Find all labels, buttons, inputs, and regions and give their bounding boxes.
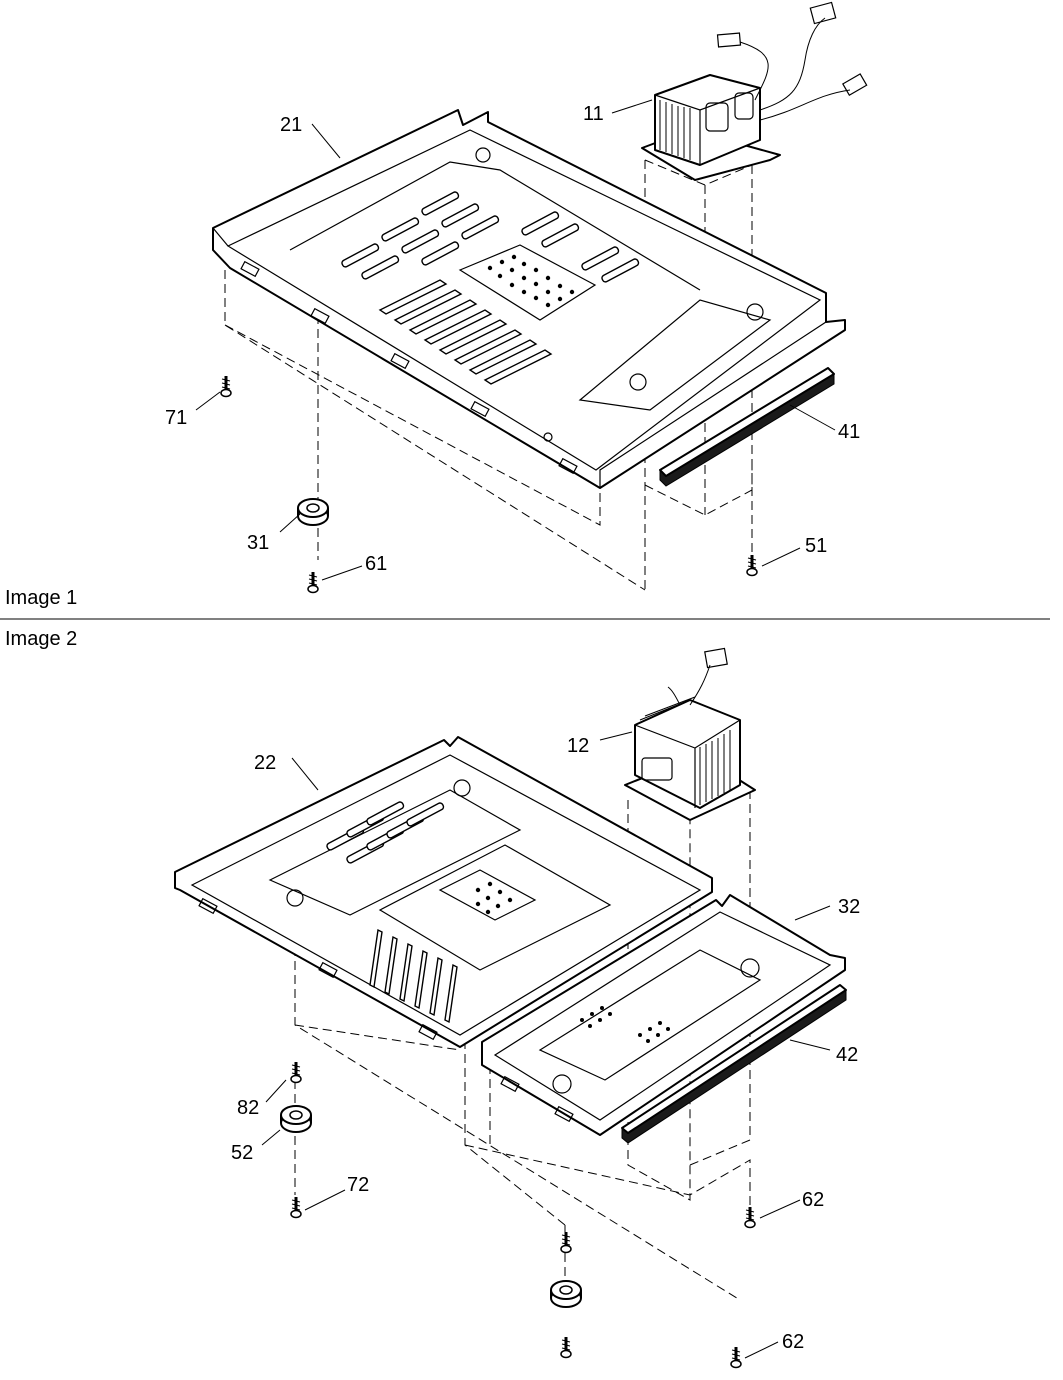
callout-61: 61: [365, 553, 387, 575]
screw-72-second: [559, 1335, 573, 1359]
callout-71: 71: [165, 407, 187, 429]
transformer-11: [641, 1, 868, 181]
callout-22: 22: [254, 752, 276, 774]
lamination-lines-11: [659, 100, 691, 160]
callout-31: 31: [247, 532, 269, 554]
panel-label-2: Image 2: [5, 628, 77, 650]
callout-11: 11: [583, 103, 604, 125]
base-plate-21: [212, 109, 846, 489]
lamination-lines-12: [639, 696, 731, 805]
vent-slots-upper-1: [341, 191, 640, 283]
perforation-grid-3: [580, 1006, 670, 1043]
callout-42: 42: [836, 1044, 858, 1066]
filter-strip-41: [659, 367, 835, 487]
vent-slots-2: [326, 801, 445, 864]
panel-image-2: Image 2: [5, 628, 860, 1369]
screw-82: [289, 1060, 303, 1084]
screw-62-lower: [729, 1345, 743, 1369]
screw-82-second: [559, 1230, 573, 1254]
screw-72: [289, 1195, 303, 1219]
transformer-12: [624, 647, 756, 821]
panel-image-1: 21 11 71 41 31 61 51 Image 1: [5, 1, 868, 609]
filter-strip-42: [621, 984, 847, 1144]
foot-31: [297, 498, 329, 526]
louvers-lower-1: [378, 279, 553, 385]
tray-32: [481, 894, 846, 1136]
screw-71: [219, 374, 233, 398]
callout-52: 52: [231, 1142, 253, 1164]
callout-62-upper: 62: [802, 1189, 824, 1211]
callout-41: 41: [838, 421, 860, 443]
callout-32: 32: [838, 896, 860, 918]
foot-52: [280, 1105, 312, 1133]
callout-82: 82: [237, 1097, 259, 1119]
panel-label-1: Image 1: [5, 587, 77, 609]
louvers-2: [369, 928, 458, 1024]
projection-lines-1: [224, 159, 753, 591]
callout-72: 72: [347, 1174, 369, 1196]
perforation-grid-1: [487, 254, 575, 308]
foot-52-second: [550, 1280, 582, 1308]
callout-51: 51: [805, 535, 827, 557]
base-plate-22: [174, 736, 713, 1048]
callout-21: 21: [280, 114, 302, 136]
perforation-grid-2: [475, 881, 513, 915]
screw-61: [306, 570, 320, 594]
callout-12: 12: [567, 735, 589, 757]
screw-62-upper: [743, 1205, 757, 1229]
callout-62-lower: 62: [782, 1331, 804, 1353]
screw-51: [745, 553, 759, 577]
